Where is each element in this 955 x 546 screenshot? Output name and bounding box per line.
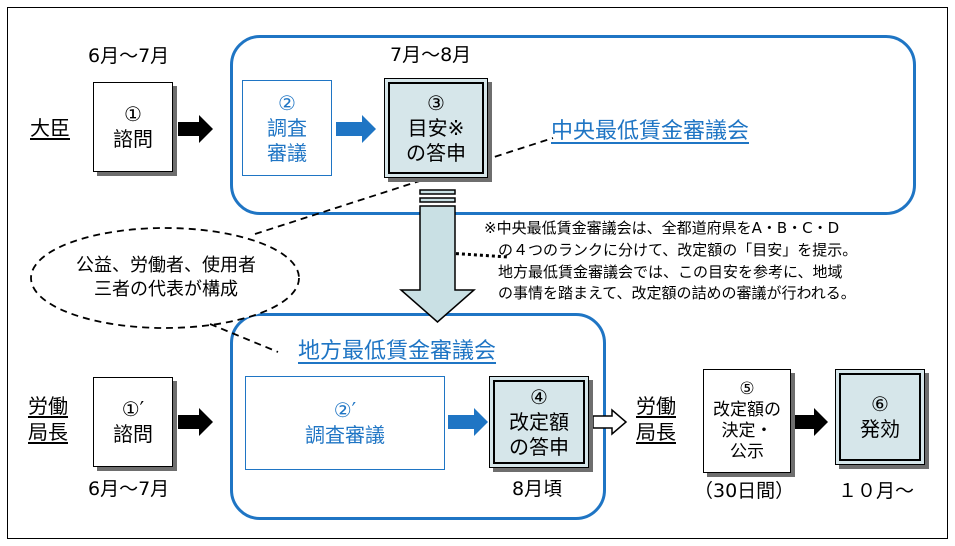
step6-number: ⑥	[871, 392, 889, 416]
step2-line2: 審議	[267, 140, 307, 165]
actor2-line2: 局長	[636, 420, 676, 444]
step2b-number: ②′	[333, 398, 357, 422]
bubble-tail-central	[254, 137, 554, 235]
period-step6: １０月～	[838, 480, 915, 502]
diagram-frame	[7, 7, 948, 539]
step3-line2: の答申	[406, 140, 466, 165]
bubble-tail-local	[209, 323, 279, 353]
step2-deliberation-box: ② 調査 審議	[242, 80, 332, 176]
arrow-step1-to-central	[178, 115, 213, 143]
step5-line1: 改定額の	[713, 399, 781, 420]
step4-number: ④	[530, 384, 548, 409]
step1b-number: ①′	[121, 397, 145, 421]
bubble-text: 公益、労働者、使用者 三者の代表が構成	[56, 254, 276, 303]
step2b-label: 調査審議	[305, 423, 385, 447]
note-line3: 地方最低賃金審議会では、この目安を参考に、地域	[498, 262, 843, 281]
step4-line1: 改定額	[509, 409, 569, 434]
step1b-consultation-box: ①′ 諮問	[93, 377, 173, 467]
note-line1: ※中央最低賃金審議会は、全都道府県をA・B・C・D	[484, 219, 840, 237]
arrow-step4-to-actor2	[592, 408, 628, 436]
step5-decision-box: ⑤ 改定額の 決定・ 公示	[703, 369, 791, 473]
step4-revision-box: ④ 改定額 の答申	[489, 376, 589, 468]
note-line2: の４つのランクに分けて、改定額の「目安」を提示。	[498, 240, 858, 259]
period-top-mid: 7月～8月	[390, 44, 472, 66]
step1-number: ①	[124, 102, 142, 126]
arrow-step1b-to-local	[178, 408, 213, 436]
arrow-step2b-to-step4	[448, 408, 488, 436]
bubble-outline	[30, 227, 300, 329]
step5-line3: 公示	[730, 442, 764, 463]
actor-line2: 局長	[28, 420, 68, 444]
step1b-label: 諮問	[113, 422, 153, 446]
step4-line2: の答申	[509, 434, 569, 459]
note-line4: の事情を踏まえて、改定額の詰めの審議が行われる。	[498, 284, 856, 303]
step2b-deliberation-box: ②′ 調査審議	[245, 376, 445, 470]
step3-number: ③	[427, 90, 445, 115]
step5-number: ⑤	[739, 378, 755, 399]
actor-labor-bureau-chief: 労働 局長	[28, 393, 68, 445]
step3-guideline-box: ③ 目安※ の答申	[384, 78, 488, 178]
step6-label: 発効	[860, 417, 900, 441]
step3-line1: 目安※	[407, 115, 465, 140]
actor2-line1: 労働	[636, 394, 676, 418]
step2-line1: 調査	[267, 115, 307, 140]
bubble-line1: 公益、労働者、使用者	[76, 255, 256, 276]
period-bottom-left: 6月～7月	[88, 478, 170, 500]
central-council-title: 中央最低賃金審議会	[551, 119, 750, 144]
step2-number: ②	[278, 90, 296, 115]
period-step4: 8月頃	[512, 478, 563, 500]
actor-minister: 大臣	[30, 116, 70, 140]
step1-consultation-box: ① 諮問	[93, 82, 173, 172]
step1-label: 諮問	[113, 127, 153, 151]
period-top-left: 6月～7月	[88, 45, 170, 67]
arrow-step5-to-step6	[795, 408, 828, 436]
bubble-line2: 三者の代表が構成	[94, 279, 238, 301]
step6-effective-box: ⑥ 発効	[835, 369, 925, 465]
local-council-title: 地方最低賃金審議会	[298, 339, 497, 364]
arrow-step2-to-step3	[336, 115, 376, 143]
step5-line2: 決定・	[721, 421, 773, 441]
period-step5: （30日間）	[694, 480, 795, 502]
arrow-central-to-local	[399, 205, 476, 323]
actor2-labor-bureau-chief: 労働 局長	[636, 393, 676, 445]
actor-line1: 労働	[28, 394, 68, 418]
ranking-note: ※中央最低賃金審議会は、全都道府県をA・B・C・D の４つのランクに分けて、改定…	[484, 218, 857, 305]
